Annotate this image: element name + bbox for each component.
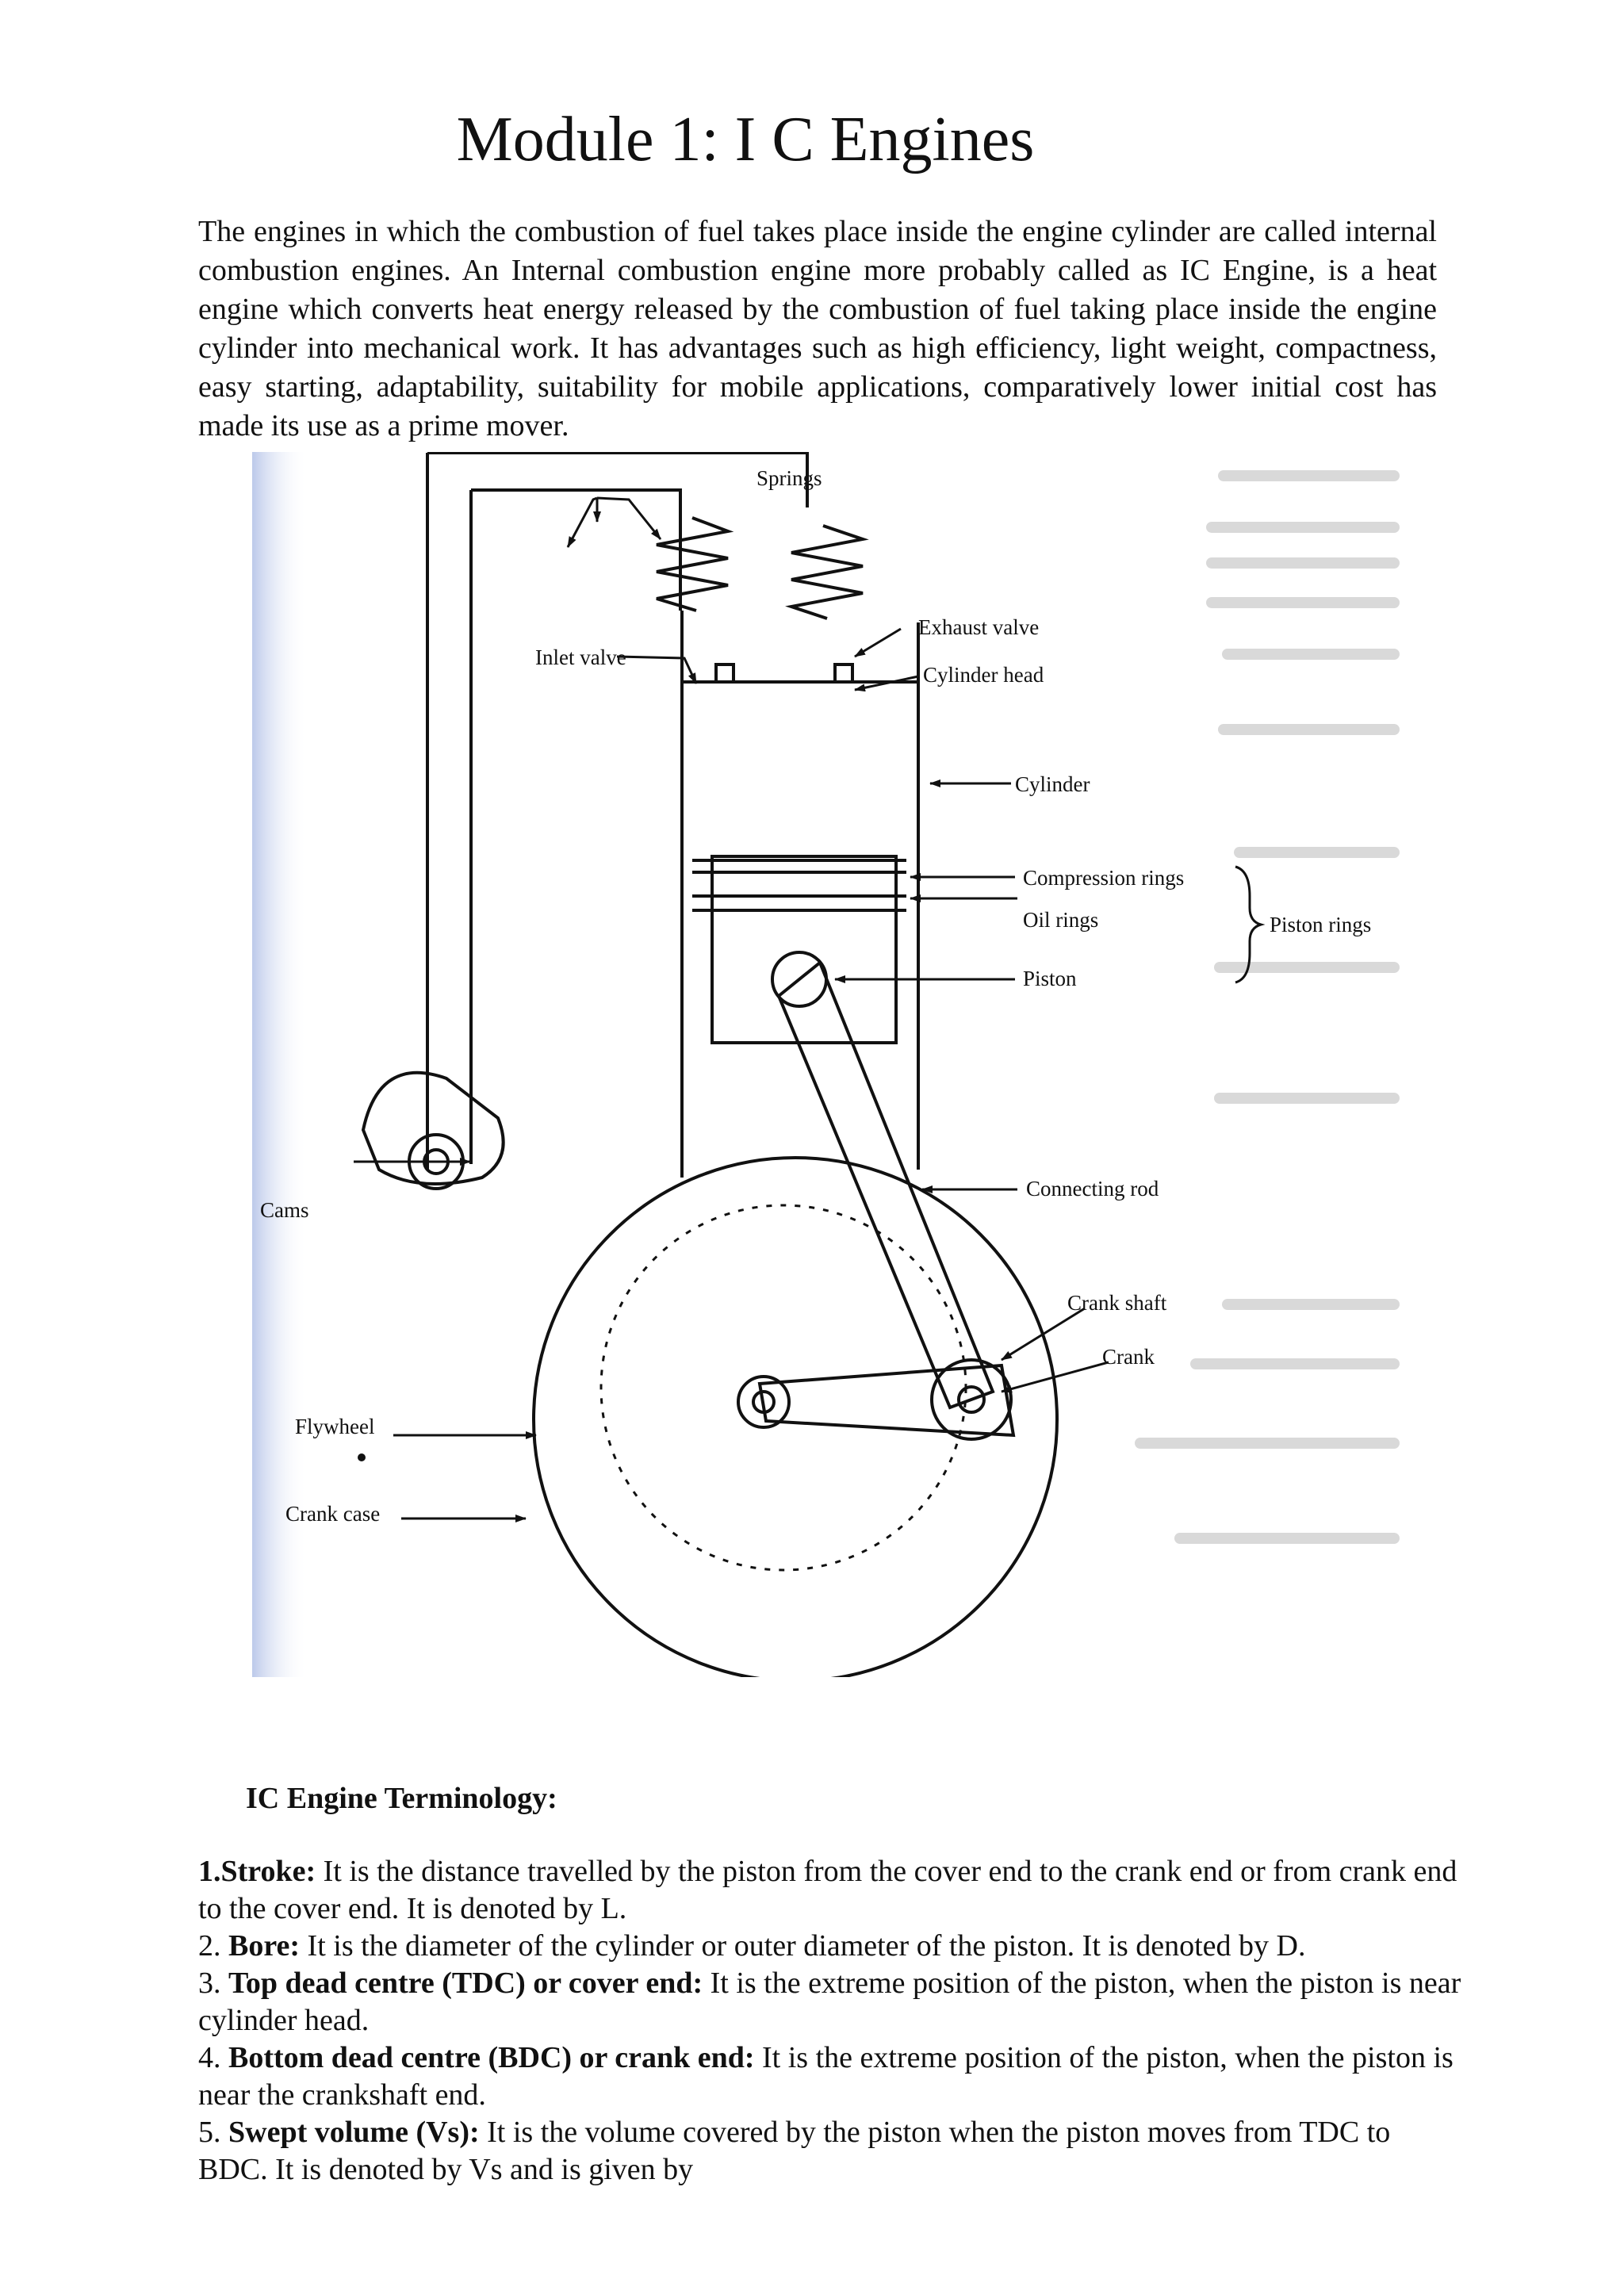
term-number: 3. [198, 1967, 228, 2000]
exhaust-rocker [427, 452, 809, 507]
terminology-heading: IC Engine Terminology: [246, 1782, 557, 1815]
ic-engine-diagram: Springs Exhaust valve Inlet valve Cylind… [252, 452, 1402, 1677]
label-crank-case: Crank case [285, 1502, 380, 1526]
label-crank-shaft: Crank shaft [1067, 1291, 1167, 1315]
crank-path [599, 1204, 967, 1572]
label-arrows [354, 496, 1266, 1522]
label-compression-rings: Compression rings [1023, 866, 1184, 890]
term-name: Swept volume (Vs): [228, 2116, 480, 2149]
bleed-through-text [1135, 470, 1400, 1544]
term-number: 2. [198, 1929, 228, 1963]
inlet-spring [656, 516, 734, 612]
terminology-list: 1.Stroke: It is the distance travelled b… [198, 1853, 1467, 2189]
big-end [930, 1358, 1013, 1441]
term-definition: It is the diameter of the cylinder or ou… [300, 1929, 1306, 1963]
dot [358, 1453, 366, 1461]
label-springs: Springs [756, 466, 822, 490]
term-definition: It is the volume covered by the piston w… [198, 2116, 1391, 2186]
inlet-valve-port [714, 663, 735, 684]
crank-arm [757, 1363, 1016, 1438]
label-cylinder: Cylinder [1015, 772, 1090, 796]
cam-lobe [361, 1070, 505, 1185]
piston [710, 855, 898, 1044]
inlet-rocker [471, 488, 682, 611]
term-name: Bottom dead centre (BDC) or crank end: [228, 2041, 755, 2074]
label-cams: Cams [260, 1198, 309, 1222]
crank-shaft-centre [752, 1390, 776, 1414]
flywheel [532, 1156, 1059, 1677]
intro-paragraph: The engines in which the combustion of f… [198, 215, 1437, 442]
engine-drawing [358, 452, 1059, 1677]
term-definition: It is the extreme position of the piston… [198, 1967, 1461, 2037]
term-number: 1. [198, 1855, 221, 1888]
term-number: 5. [198, 2116, 228, 2149]
term-name: Bore: [228, 1929, 301, 1963]
label-crank: Crank [1102, 1345, 1155, 1369]
label-flywheel: Flywheel [295, 1415, 375, 1438]
scan-edge [252, 452, 308, 1677]
term-definition: It is the extreme position of the piston… [198, 2041, 1454, 2112]
term-name: Top dead centre (TDC) or cover end: [228, 1967, 703, 2000]
term-number: 4. [198, 2041, 228, 2074]
connecting-rod [776, 959, 995, 1410]
label-cylinder-head: Cylinder head [923, 663, 1044, 687]
page-title: Module 1: I C Engines [456, 105, 1035, 174]
term-bdc: 4. Bottom dead centre (BDC) or crank end… [198, 2039, 1467, 2114]
term-bore: 2. Bore: It is the diameter of the cylin… [198, 1928, 1467, 1965]
term-definition: It is the distance travelled by the pist… [198, 1855, 1457, 1925]
label-exhaust-valve: Exhaust valve [918, 615, 1039, 639]
exhaust-spring [785, 524, 869, 620]
crank-shaft-journal [737, 1375, 791, 1429]
term-swept-volume: 5. Swept volume (Vs): It is the volume c… [198, 2114, 1467, 2189]
label-connecting-rod: Connecting rod [1026, 1177, 1159, 1201]
label-piston-rings: Piston rings [1270, 913, 1371, 936]
label-piston: Piston [1023, 967, 1077, 990]
cylinder-head-outline [680, 611, 920, 684]
term-tdc: 3. Top dead centre (TDC) or cover end: I… [198, 1965, 1467, 2039]
big-end-pin [957, 1385, 986, 1414]
label-oil-rings: Oil rings [1023, 908, 1098, 932]
exhaust-valve-port [833, 663, 854, 684]
label-inlet-valve: Inlet valve [535, 645, 626, 669]
term-name: Stroke: [220, 1855, 316, 1888]
term-stroke: 1.Stroke: It is the distance travelled b… [198, 1853, 1467, 1928]
